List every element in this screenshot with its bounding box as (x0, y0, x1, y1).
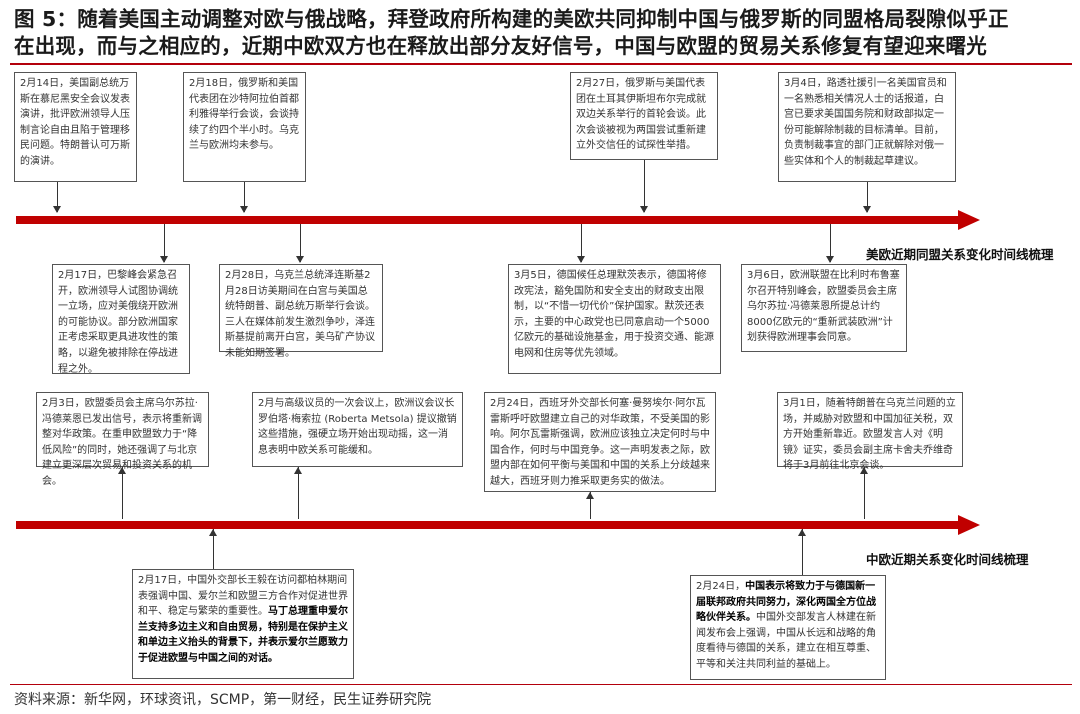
connector-arrowhead (586, 492, 594, 499)
event-us-eu-feb14: 2月14日，美国副总统万斯在慕尼黑安全会议发表演讲，批评欧洲领导人压制言论自由且… (14, 72, 137, 182)
timeline-arrowhead-us-eu (958, 210, 980, 230)
event-cn-eu-feb17: 2月17日，中国外交部长王毅在访问都柏林期间表强调中国、爱尔兰和欧盟三方合作对促… (132, 569, 354, 679)
event-text: 2月17日，中国外交部长王毅在访问都柏林期间表强调中国、爱尔兰和欧盟三方合作对促… (138, 575, 348, 618)
source-note: 资料来源：新华网，环球资讯，SCMP，第一财经，民生证券研究院 (14, 692, 432, 708)
event-text: 中国外交部发言人林建在新闻发布会上强调，中国从长远和战略的角度看待与德国的关系，… (696, 612, 876, 670)
chart-title-line1: 图 5：随着美国主动调整对欧与俄战略，拜登政府所构建的美欧共同抑制中国与俄罗斯的… (14, 7, 1009, 31)
timeline-arrowhead-cn-eu (958, 515, 980, 535)
event-us-eu-mar5: 3月5日，德国候任总理默茨表示，德国将修改宪法，豁免国防和安全支出的财政支出限制… (508, 264, 721, 374)
connector (57, 182, 58, 212)
event-lead: 2月24日， (696, 581, 746, 592)
connector-arrowhead (118, 467, 126, 474)
connector-arrowhead (863, 206, 871, 213)
chart-title-line2: 在出现，而与之相应的，近期中欧双方也在释放出部分友好信号，中国与欧盟的贸易关系修… (14, 34, 987, 58)
connector (581, 224, 582, 262)
timeline-label-us-eu: 美欧近期同盟关系变化时间线梳理 (866, 247, 1054, 262)
connector (830, 224, 831, 262)
event-cn-eu-feb24-germany: 2月24日，中国表示将致力于与德国新一届联邦政府共同努力，深化两国全方位战略伙伴… (690, 575, 886, 680)
connector (244, 182, 245, 212)
event-us-eu-feb27: 2月27日，俄罗斯与美国代表团在土耳其伊斯坦布尔完成就双边关系举行的首轮会谈。此… (570, 72, 718, 160)
connector (213, 529, 214, 569)
footer-divider (10, 684, 1072, 685)
event-us-eu-mar4: 3月4日，路透社援引一名美国官员和一名熟悉相关情况人士的话报道，白宫已要求美国国… (778, 72, 956, 182)
connector (164, 224, 165, 262)
connector-arrowhead (240, 206, 248, 213)
timeline-arrow-us-eu (16, 216, 960, 224)
event-cn-eu-feb-metsola: 2月与高级议员的一次会议上，欧洲议会议长罗伯塔·梅索拉 (Roberta Met… (252, 392, 463, 467)
event-us-eu-mar6: 3月6日，欧洲联盟在比利时布鲁塞尔召开特别峰会，欧盟委员会主席乌尔苏拉·冯德莱恩… (741, 264, 907, 352)
event-cn-eu-mar1: 3月1日，随着特朗普在乌克兰问题的立场，并威胁对欧盟和中国加征关税，双方开始重新… (777, 392, 963, 471)
timeline-arrow-cn-eu (16, 521, 960, 529)
timeline-label-cn-eu: 中欧近期关系变化时间线梳理 (866, 552, 1029, 567)
connector-arrowhead (860, 467, 868, 474)
event-bold-text: 马丁总理重申爱尔兰支持多边主义和自由贸易，特别是在保护主义和单边主义抬头的背景下… (138, 606, 348, 664)
connector-arrowhead (53, 206, 61, 213)
connector-arrowhead (826, 256, 834, 263)
event-us-eu-feb17: 2月17日，巴黎峰会紧急召开，欧洲领导人试图协调统一立场，应对美俄绕开欧洲的可能… (52, 264, 190, 375)
event-cn-eu-feb24-spain: 2月24日，西班牙外交部长何塞·曼努埃尔·阿尔瓦雷斯呼吁欧盟建立自己的对华政策，… (484, 392, 716, 492)
title-divider (10, 63, 1072, 65)
connector-arrowhead (160, 256, 168, 263)
event-us-eu-feb18: 2月18日，俄罗斯和美国代表团在沙特阿拉伯首都利雅得举行会谈，会谈持续了约四个半… (183, 72, 306, 182)
event-us-eu-feb28: 2月28日，乌克兰总统泽连斯基2月28日访美期间在白宫与美国总统特朗普、副总统万… (219, 264, 383, 359)
connector-arrowhead (640, 206, 648, 213)
connector-arrowhead (798, 529, 806, 536)
connector (590, 492, 591, 519)
connector (300, 224, 301, 262)
connector (802, 529, 803, 575)
connector (867, 182, 868, 212)
event-bold-text: 中国表示将致力于与德国新一届联邦政府共同努力，深化两国全方位战略伙伴关系。 (696, 581, 876, 624)
connector-arrowhead (577, 256, 585, 263)
event-cn-eu-feb3: 2月3日，欧盟委员会主席乌尔苏拉·冯德莱恩已发出信号，表示将重新调整对华政策。在… (36, 392, 209, 487)
connector-arrowhead (294, 467, 302, 474)
connector (644, 160, 645, 212)
connector (864, 467, 865, 519)
connector (122, 467, 123, 519)
chart-title: 图 5：随着美国主动调整对欧与俄战略，拜登政府所构建的美欧共同抑制中国与俄罗斯的… (14, 6, 1072, 60)
connector (298, 467, 299, 519)
connector-arrowhead (296, 256, 304, 263)
connector-arrowhead (209, 529, 217, 536)
